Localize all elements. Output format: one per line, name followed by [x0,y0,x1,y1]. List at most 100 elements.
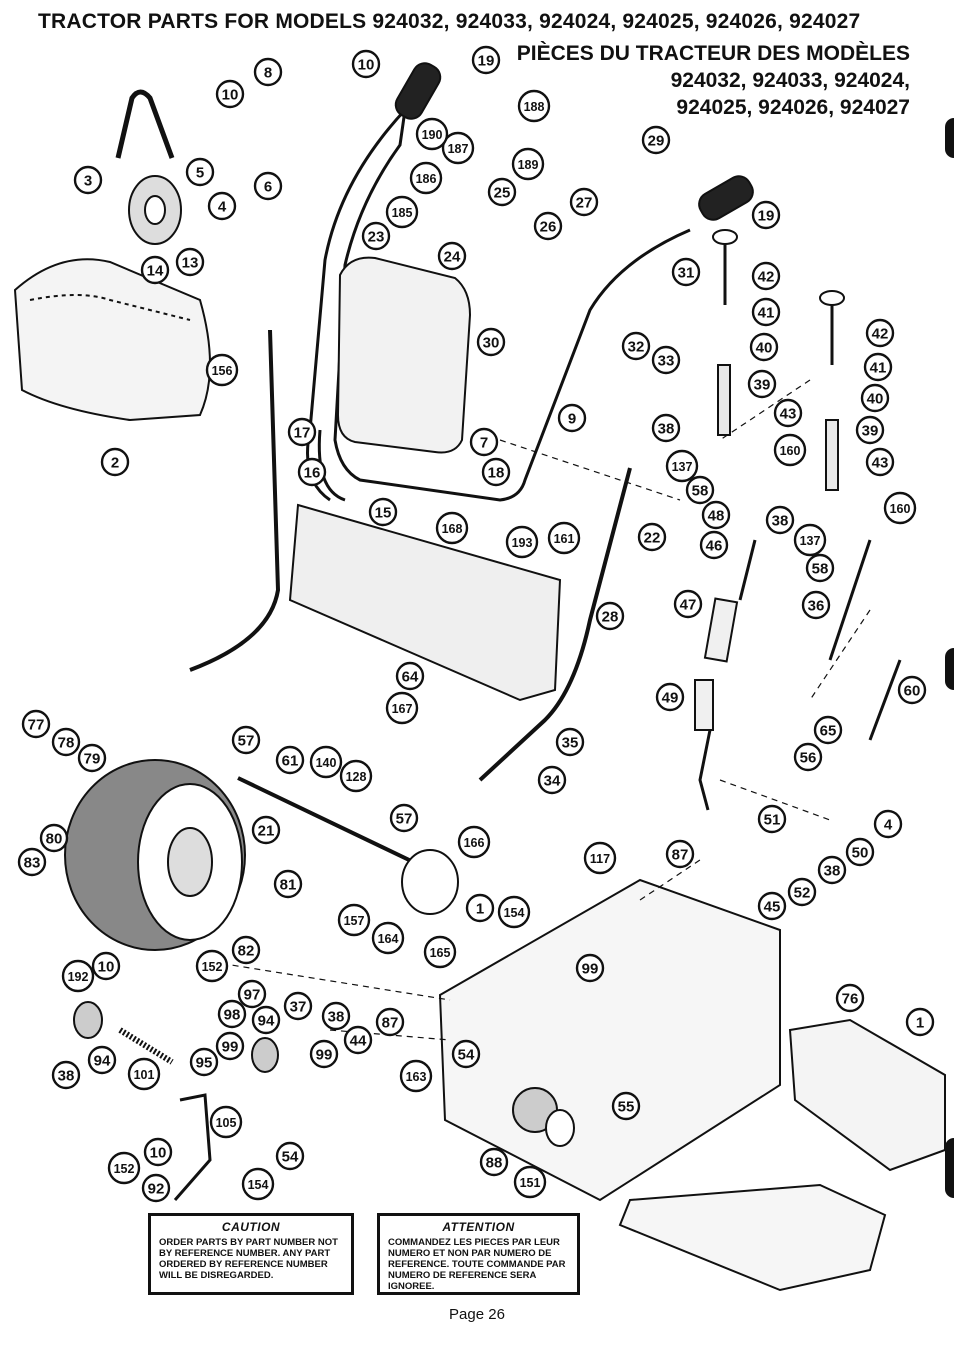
callout-number: 87 [382,1015,399,1032]
callout-3: 3 [73,165,103,195]
callout-circle [805,553,835,583]
callout-number: 22 [644,530,661,547]
callout-19-2: 19 [751,200,781,230]
callout-circle [757,804,787,834]
callout-137-2: 137 [793,523,827,557]
callout-13: 13 [175,247,205,277]
callout-number: 95 [196,1055,213,1072]
callout-54: 54 [451,1039,481,1069]
callout-circle [699,530,729,560]
callout-190: 190 [415,117,449,151]
page-title-french: PIÈCES DU TRACTEUR DES MODÈLES 924032, 9… [517,40,910,121]
callout-37: 37 [283,991,313,1021]
belt-drawing [115,89,175,159]
callout-circle [415,117,449,151]
callout-circle [337,903,371,937]
callout-number: 8 [264,65,272,82]
callout-number: 94 [94,1053,111,1070]
callout-circle [39,823,69,853]
callout-number: 21 [258,823,275,840]
callout-circle [855,415,885,445]
callout-number: 167 [392,702,413,716]
callout-number: 168 [442,522,463,536]
callout-48: 48 [701,500,731,530]
callout-82: 82 [231,935,261,965]
page-title-english: TRACTOR PARTS FOR MODELS 924032, 924033,… [38,10,861,33]
callout-number: 27 [576,195,593,212]
callout-number: 80 [46,831,63,848]
callout-circle [793,742,823,772]
callout-140: 140 [309,745,343,779]
callout-circle [773,398,803,428]
callout-circle [375,1007,405,1037]
callout-78: 78 [51,727,81,757]
callout-45: 45 [757,891,787,921]
callout-number: 45 [764,899,781,916]
callout-number: 140 [316,756,337,770]
callout-number: 151 [520,1176,541,1190]
callout-number: 98 [224,1007,241,1024]
callout-128: 128 [339,759,373,793]
callout-65: 65 [813,715,843,745]
callout-circle [865,318,895,348]
callout-number: 15 [375,505,392,522]
callout-circle [471,45,501,75]
callout-number: 46 [706,538,723,555]
callout-circle [441,131,475,165]
callout-circle [275,745,305,775]
callout-7: 7 [469,427,499,457]
callout-38-3: 38 [51,1060,81,1090]
callout-number: 192 [68,970,89,984]
callout-24: 24 [437,241,467,271]
callout-number: 23 [368,229,385,246]
callout-43: 43 [773,398,803,428]
callout-57-2: 57 [389,803,419,833]
callout-circle [253,57,283,87]
callout-189: 189 [511,147,545,181]
callout-circle [621,331,651,361]
part-drawings [13,62,946,1292]
right-grip-drawing [698,175,754,221]
callout-94: 94 [251,1005,281,1035]
callout-circle [481,457,511,487]
callout-circle [751,261,781,291]
callout-number: 9 [568,411,576,428]
callout-number: 3 [84,173,92,190]
callout-99-2: 99 [215,1031,245,1061]
callout-17: 17 [287,417,317,447]
callout-9: 9 [557,403,587,433]
attention-heading: ATTENTION [442,1220,515,1234]
control-panel-drawing [336,256,472,454]
callout-number: 160 [780,444,801,458]
footrest-plate-drawing [788,1018,946,1172]
callout-number: 36 [808,598,825,615]
callout-layer: 1123445678910101010131415161718191921222… [17,45,935,1203]
callout-32: 32 [621,331,651,361]
callout-circle [87,1045,117,1075]
callout-circle [801,590,831,620]
callout-circle [423,935,457,969]
callout-79: 79 [77,743,107,773]
callout-38-2: 38 [765,505,795,535]
callout-circle [701,500,731,530]
callout-77: 77 [21,709,51,739]
binding-mark-bottom [945,1138,954,1198]
callout-circle [751,297,781,327]
callout-39-2: 39 [855,415,885,445]
callout-circle [511,147,545,181]
bottom-pan-drawing [618,1183,887,1292]
callout-number: 39 [862,423,879,440]
callout-number: 65 [820,723,837,740]
callout-99: 99 [575,953,605,983]
callout-number: 81 [280,877,297,894]
callout-76: 76 [835,983,865,1013]
callout-circle [569,187,599,217]
callout-circle [368,497,398,527]
page-number: Page 26 [449,1306,505,1323]
callout-number: 10 [150,1145,167,1162]
callout-number: 160 [890,502,911,516]
callout-circle [547,521,581,555]
callout-number: 38 [58,1068,75,1085]
callout-number: 99 [582,961,599,978]
